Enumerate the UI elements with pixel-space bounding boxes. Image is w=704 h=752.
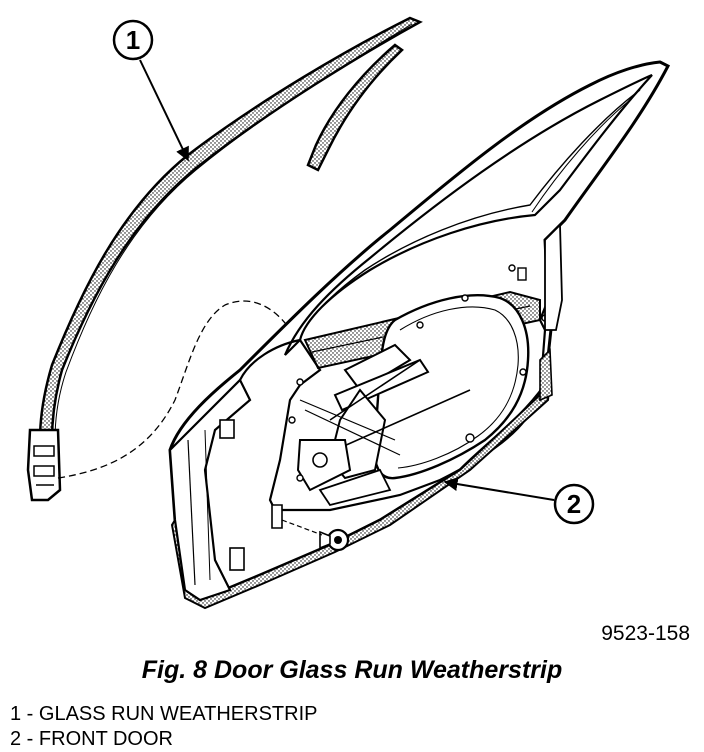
legend: 1 - GLASS RUN WEATHERSTRIP 2 - FRONT DOO… bbox=[10, 702, 317, 752]
push-pin-fastener bbox=[271, 504, 350, 552]
legend-item-1: 1 - GLASS RUN WEATHERSTRIP bbox=[10, 702, 317, 727]
callout-1: 1 bbox=[112, 19, 189, 162]
front-door bbox=[168, 60, 671, 610]
figure-caption: Fig. 8 Door Glass Run Weatherstrip bbox=[141, 656, 563, 684]
callout-2-number: 2 bbox=[567, 489, 581, 519]
legend-item-number: 2 bbox=[10, 728, 22, 750]
door-diagram: 1 2 bbox=[26, 16, 671, 610]
legend-item-separator: - bbox=[21, 703, 39, 725]
legend-item-number: 1 bbox=[10, 703, 22, 725]
window-regulator bbox=[296, 343, 471, 507]
callout-1-number: 1 bbox=[126, 25, 140, 55]
figure-id: 9523-158 bbox=[601, 622, 690, 645]
glass-run-weatherstrip bbox=[26, 16, 423, 502]
callout-2: 2 bbox=[443, 477, 595, 525]
mounting-holes bbox=[288, 264, 549, 482]
legend-item-text: FRONT DOOR bbox=[38, 728, 173, 750]
legend-item-separator: - bbox=[21, 728, 39, 750]
legend-item-text: GLASS RUN WEATHERSTRIP bbox=[38, 703, 318, 725]
legend-item-2: 2 - FRONT DOOR bbox=[10, 727, 317, 752]
install-path-dashed bbox=[57, 300, 301, 479]
